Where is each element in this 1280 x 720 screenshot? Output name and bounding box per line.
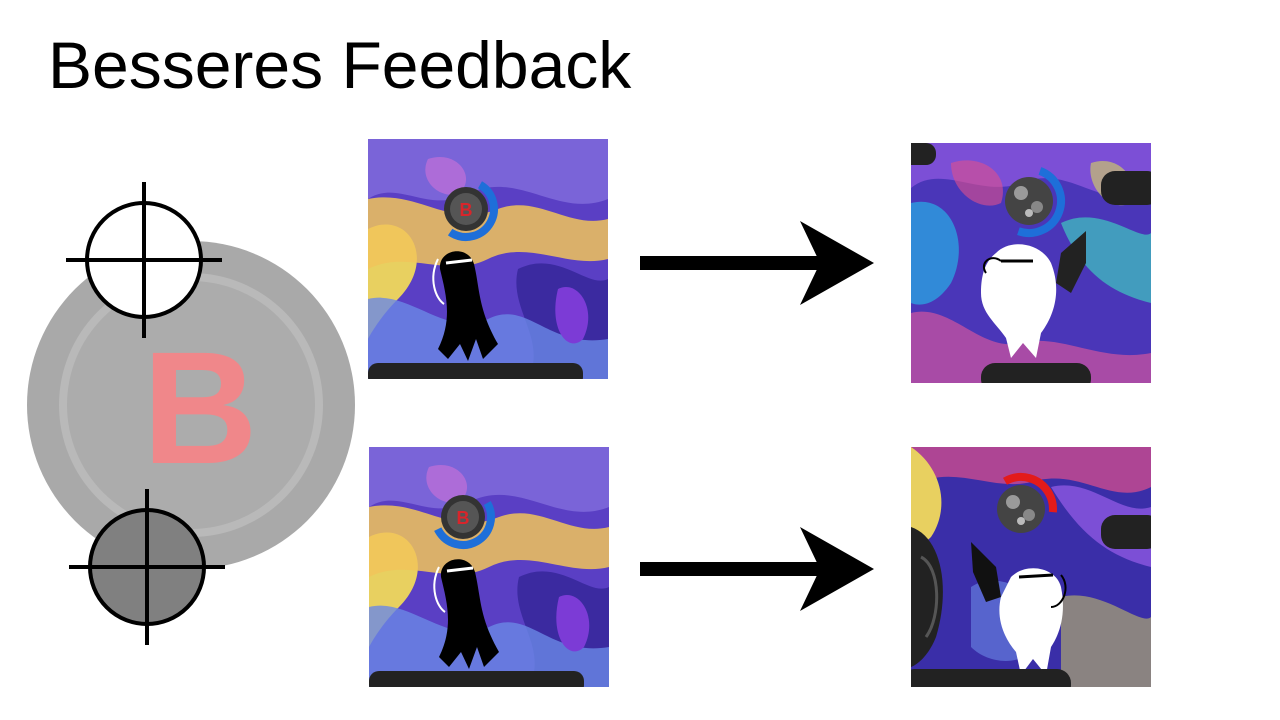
crosshair-icon bbox=[69, 489, 225, 645]
screenshot-before-1: B bbox=[368, 139, 608, 379]
b-button-letter: B bbox=[142, 318, 258, 497]
svg-text:B: B bbox=[460, 200, 473, 220]
arrow-right-icon bbox=[640, 221, 874, 305]
arrow-right-icon bbox=[640, 527, 874, 611]
screenshot-after-2 bbox=[911, 447, 1151, 687]
crosshair-icon bbox=[66, 182, 222, 338]
screenshot-before-2: B bbox=[369, 447, 609, 687]
svg-text:B: B bbox=[457, 508, 470, 528]
slide-title: Besseres Feedback bbox=[48, 28, 632, 102]
b-button-icon: B bbox=[27, 241, 355, 569]
screenshot-after-1 bbox=[911, 143, 1151, 383]
